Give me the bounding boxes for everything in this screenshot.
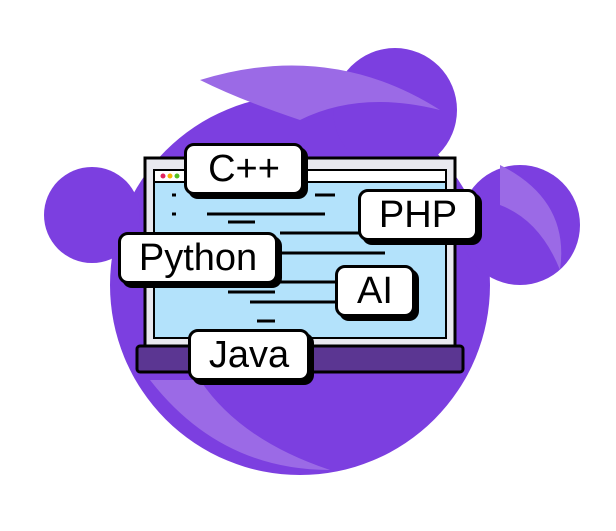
maximize-dot-icon: [174, 173, 180, 179]
label-php: PHP: [358, 189, 478, 241]
close-dot-icon: [160, 173, 166, 179]
label-python: Python: [118, 232, 278, 284]
code-lines: [172, 193, 385, 323]
label-java: Java: [188, 329, 310, 381]
label-ai: AI: [335, 265, 415, 317]
minimize-dot-icon: [167, 173, 173, 179]
label-cpp: C++: [184, 143, 304, 195]
